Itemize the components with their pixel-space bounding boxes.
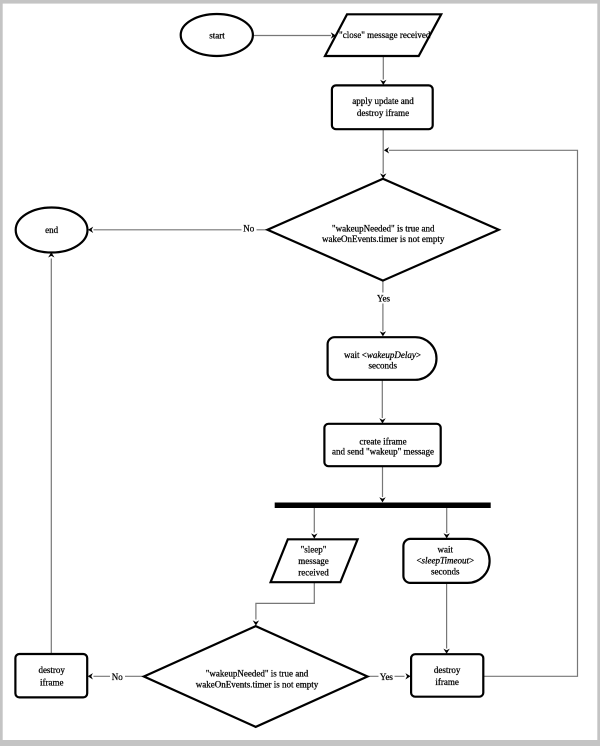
svg-text:iframe: iframe [435, 677, 458, 687]
svg-text:wait: wait [438, 544, 454, 554]
svg-text:iframe: iframe [40, 678, 63, 688]
svg-text:destroy iframe: destroy iframe [357, 108, 409, 118]
svg-text:<sleepTimeout>: <sleepTimeout> [416, 555, 474, 565]
svg-text:No: No [112, 672, 123, 682]
svg-text:destroy: destroy [38, 665, 65, 675]
svg-text:seconds: seconds [431, 567, 460, 577]
svg-text:"wakeupNeeded" is true and: "wakeupNeeded" is true and [206, 668, 309, 678]
svg-text:"wakeupNeeded" is true and: "wakeupNeeded" is true and [332, 224, 435, 234]
svg-text:message: message [298, 556, 329, 566]
svg-text:and send "wakeup" message: and send "wakeup" message [332, 447, 434, 457]
svg-text:end: end [45, 225, 58, 235]
svg-text:wakeOnEvents.timer is not empt: wakeOnEvents.timer is not empty [322, 234, 445, 244]
svg-text:No: No [243, 223, 254, 233]
svg-text:wakeOnEvents.timer is not empt: wakeOnEvents.timer is not empty [196, 680, 319, 690]
svg-text:"sleep": "sleep" [301, 544, 327, 554]
svg-text:destroy: destroy [434, 665, 461, 675]
svg-text:Yes: Yes [380, 672, 394, 682]
svg-text:"close" message received: "close" message received [339, 30, 431, 40]
svg-text:start: start [209, 31, 225, 41]
svg-text:received: received [298, 567, 329, 577]
svg-text:create iframe: create iframe [359, 436, 406, 446]
svg-text:wait <wakeupDelay>: wait <wakeupDelay> [344, 350, 421, 360]
svg-text:Yes: Yes [377, 293, 391, 303]
svg-text:apply update and: apply update and [352, 96, 414, 106]
svg-text:seconds: seconds [369, 361, 398, 371]
